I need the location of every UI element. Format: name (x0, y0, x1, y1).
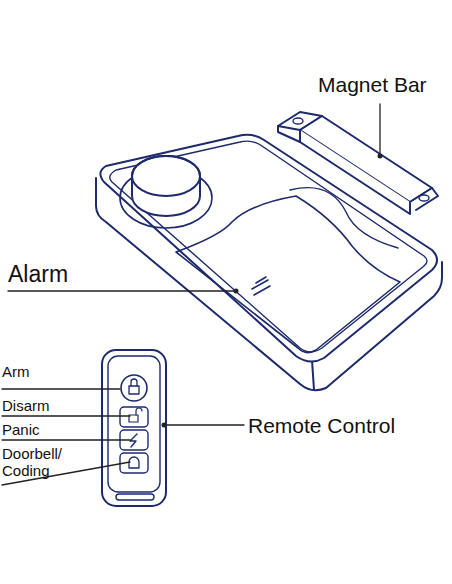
part-label: Remote Control (248, 414, 395, 437)
alarm-body-edge (312, 360, 314, 390)
cover-grip (252, 277, 270, 295)
magnet-top (300, 116, 432, 202)
arm-button (121, 375, 147, 401)
screw-hole (419, 195, 429, 201)
leader-line (2, 388, 120, 389)
part-label: Alarm (8, 262, 68, 287)
leader-dot (234, 289, 239, 294)
magnet-front (300, 130, 410, 214)
bolt-icon (130, 434, 137, 447)
leader-line (8, 290, 234, 291)
speaker-top (132, 156, 200, 196)
magnet-tab-right (410, 188, 438, 210)
speaker-cone (132, 156, 200, 216)
leader-line (2, 415, 130, 416)
leader-line (2, 439, 130, 440)
remote-body (102, 350, 166, 506)
leader-dot (378, 154, 383, 159)
lock-icon (129, 386, 139, 394)
battery-cover (176, 196, 400, 353)
part-label: Magnet Bar (318, 73, 427, 96)
button-label: Doorbell/ Coding (2, 446, 72, 479)
button-label: Panic (2, 422, 40, 439)
button-label: Disarm (2, 398, 50, 415)
screw-hole (293, 118, 303, 124)
lock-icon (131, 379, 137, 386)
leader-line (379, 104, 380, 154)
unlock-icon (136, 408, 142, 415)
magnet-tab-edge (278, 126, 300, 142)
button-label: Arm (2, 364, 30, 381)
remote-slot (116, 494, 154, 500)
disarm-button (120, 407, 148, 427)
remote-face (108, 356, 160, 492)
leader-line (166, 424, 244, 425)
bell-icon (129, 457, 139, 468)
